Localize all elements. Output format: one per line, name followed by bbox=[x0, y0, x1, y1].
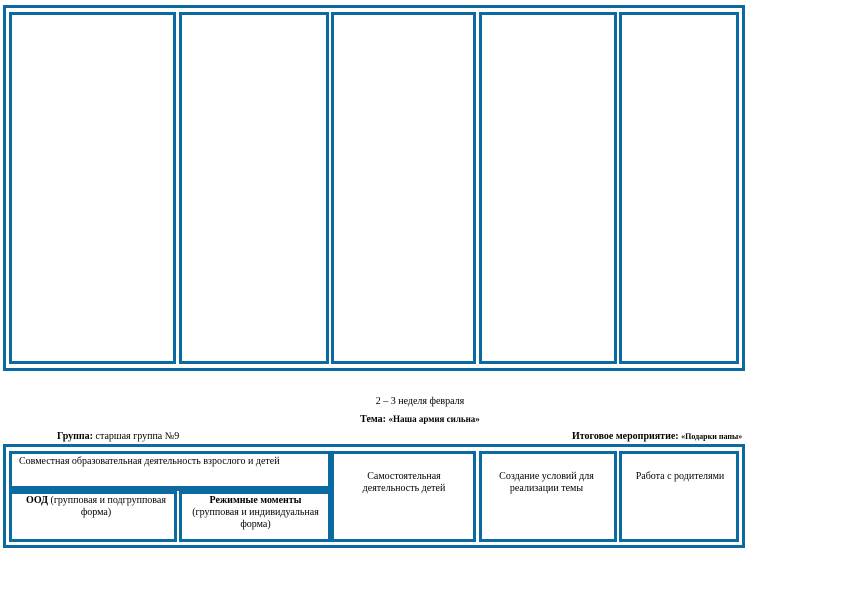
event-line: Итоговое мероприятие: «Подарки папы» bbox=[572, 431, 832, 443]
top-column-4 bbox=[479, 12, 617, 364]
group-value: старшая группа №9 bbox=[95, 431, 180, 442]
regime-rest: (групповая и индивидуальная форма) bbox=[192, 507, 319, 530]
top-column-1 bbox=[9, 12, 176, 364]
event-value: «Подарки папы» bbox=[681, 432, 743, 441]
theme-line: Тема: «Наша армия сильна» bbox=[300, 413, 540, 426]
ood-bold: ООД bbox=[26, 495, 48, 506]
top-column-5 bbox=[619, 12, 739, 364]
theme-value: «Наша армия сильна» bbox=[388, 414, 480, 424]
ood-text: ООД (групповая и подгрупповая форма) bbox=[26, 495, 166, 519]
parents-text: Работа с родителями bbox=[635, 471, 725, 482]
regime-cell bbox=[179, 491, 331, 542]
regime-bold: Режимные моменты bbox=[209, 495, 302, 506]
joint-activity-cell bbox=[9, 451, 331, 491]
group-label: Группа: bbox=[57, 431, 96, 442]
group-line: Группа: старшая группа №9 bbox=[57, 431, 317, 443]
ood-rest: (групповая и подгрупповая форма) bbox=[48, 495, 166, 518]
weeks-label: 2 – 3 неделя февраля bbox=[375, 396, 465, 407]
regime-text: Режимные моменты (групповая и индивидуал… bbox=[188, 495, 323, 531]
conditions-cell bbox=[479, 451, 617, 542]
top-column-3 bbox=[331, 12, 476, 364]
independent-text: Самостоятельная деятельность детей bbox=[362, 471, 446, 494]
theme-label: Тема: bbox=[360, 414, 389, 425]
joint-activity-text: Совместная образовательная деятельность … bbox=[19, 456, 280, 467]
joint-activity-divider bbox=[9, 486, 339, 489]
conditions-text: Создание условий для реализации темы bbox=[499, 471, 594, 494]
ood-cell bbox=[9, 491, 177, 542]
event-label: Итоговое мероприятие: bbox=[572, 431, 682, 442]
top-column-2 bbox=[179, 12, 329, 364]
independent-cell bbox=[331, 451, 476, 542]
parents-cell bbox=[619, 451, 739, 542]
